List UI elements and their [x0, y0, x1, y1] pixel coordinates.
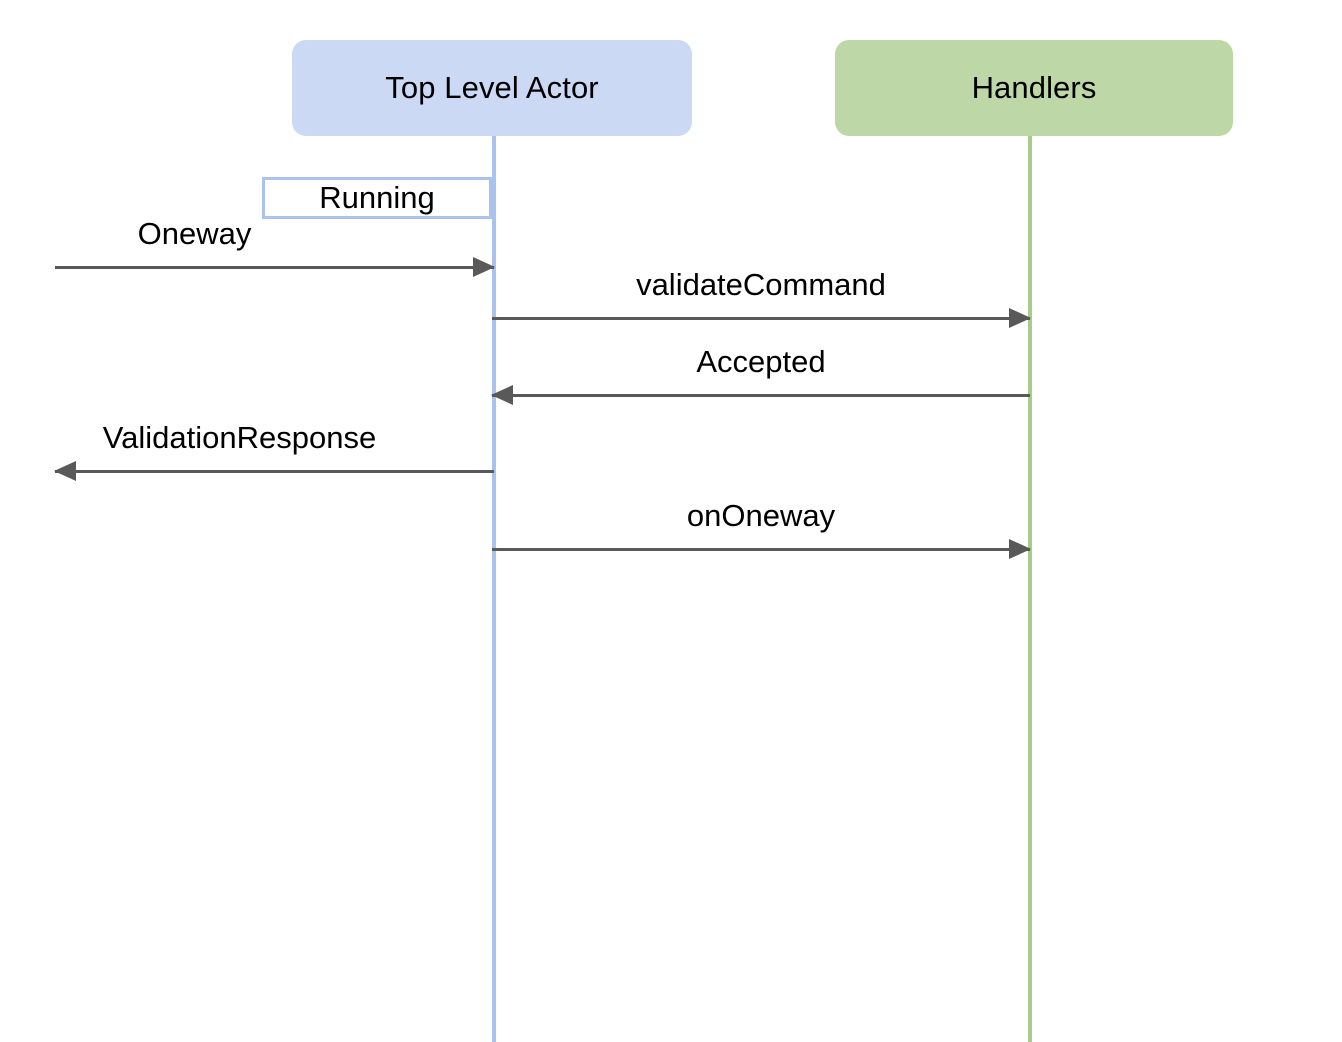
message-line-validate-command — [492, 317, 1030, 320]
state-box-label-running: Running — [319, 180, 435, 215]
state-box-running[interactable]: Running — [262, 177, 492, 219]
participant-label-handlers: Handlers — [971, 70, 1097, 105]
message-line-accepted — [492, 394, 1030, 397]
lifeline-top-level-actor — [492, 136, 496, 1042]
message-line-validation-response — [55, 470, 494, 473]
participant-top-level-actor[interactable]: Top Level Actor — [292, 40, 692, 136]
message-label-oneway: Oneway — [137, 216, 252, 251]
lifeline-handlers — [1028, 136, 1032, 1042]
message-label-accepted: Accepted — [696, 344, 826, 379]
arrowhead-right-icon — [1009, 539, 1031, 559]
message-label-on-oneway: onOneway — [686, 498, 836, 533]
message-line-oneway — [55, 266, 494, 269]
participant-handlers[interactable]: Handlers — [835, 40, 1233, 136]
arrowhead-right-icon — [473, 257, 495, 277]
message-line-on-oneway — [492, 548, 1030, 551]
arrowhead-left-icon — [491, 385, 513, 405]
message-label-validate-command: validateCommand — [636, 267, 886, 302]
message-label-validation-response: ValidationResponse — [102, 420, 377, 455]
arrowhead-left-icon — [54, 461, 76, 481]
participant-label-top-level-actor: Top Level Actor — [385, 70, 599, 105]
arrowhead-right-icon — [1009, 308, 1031, 328]
